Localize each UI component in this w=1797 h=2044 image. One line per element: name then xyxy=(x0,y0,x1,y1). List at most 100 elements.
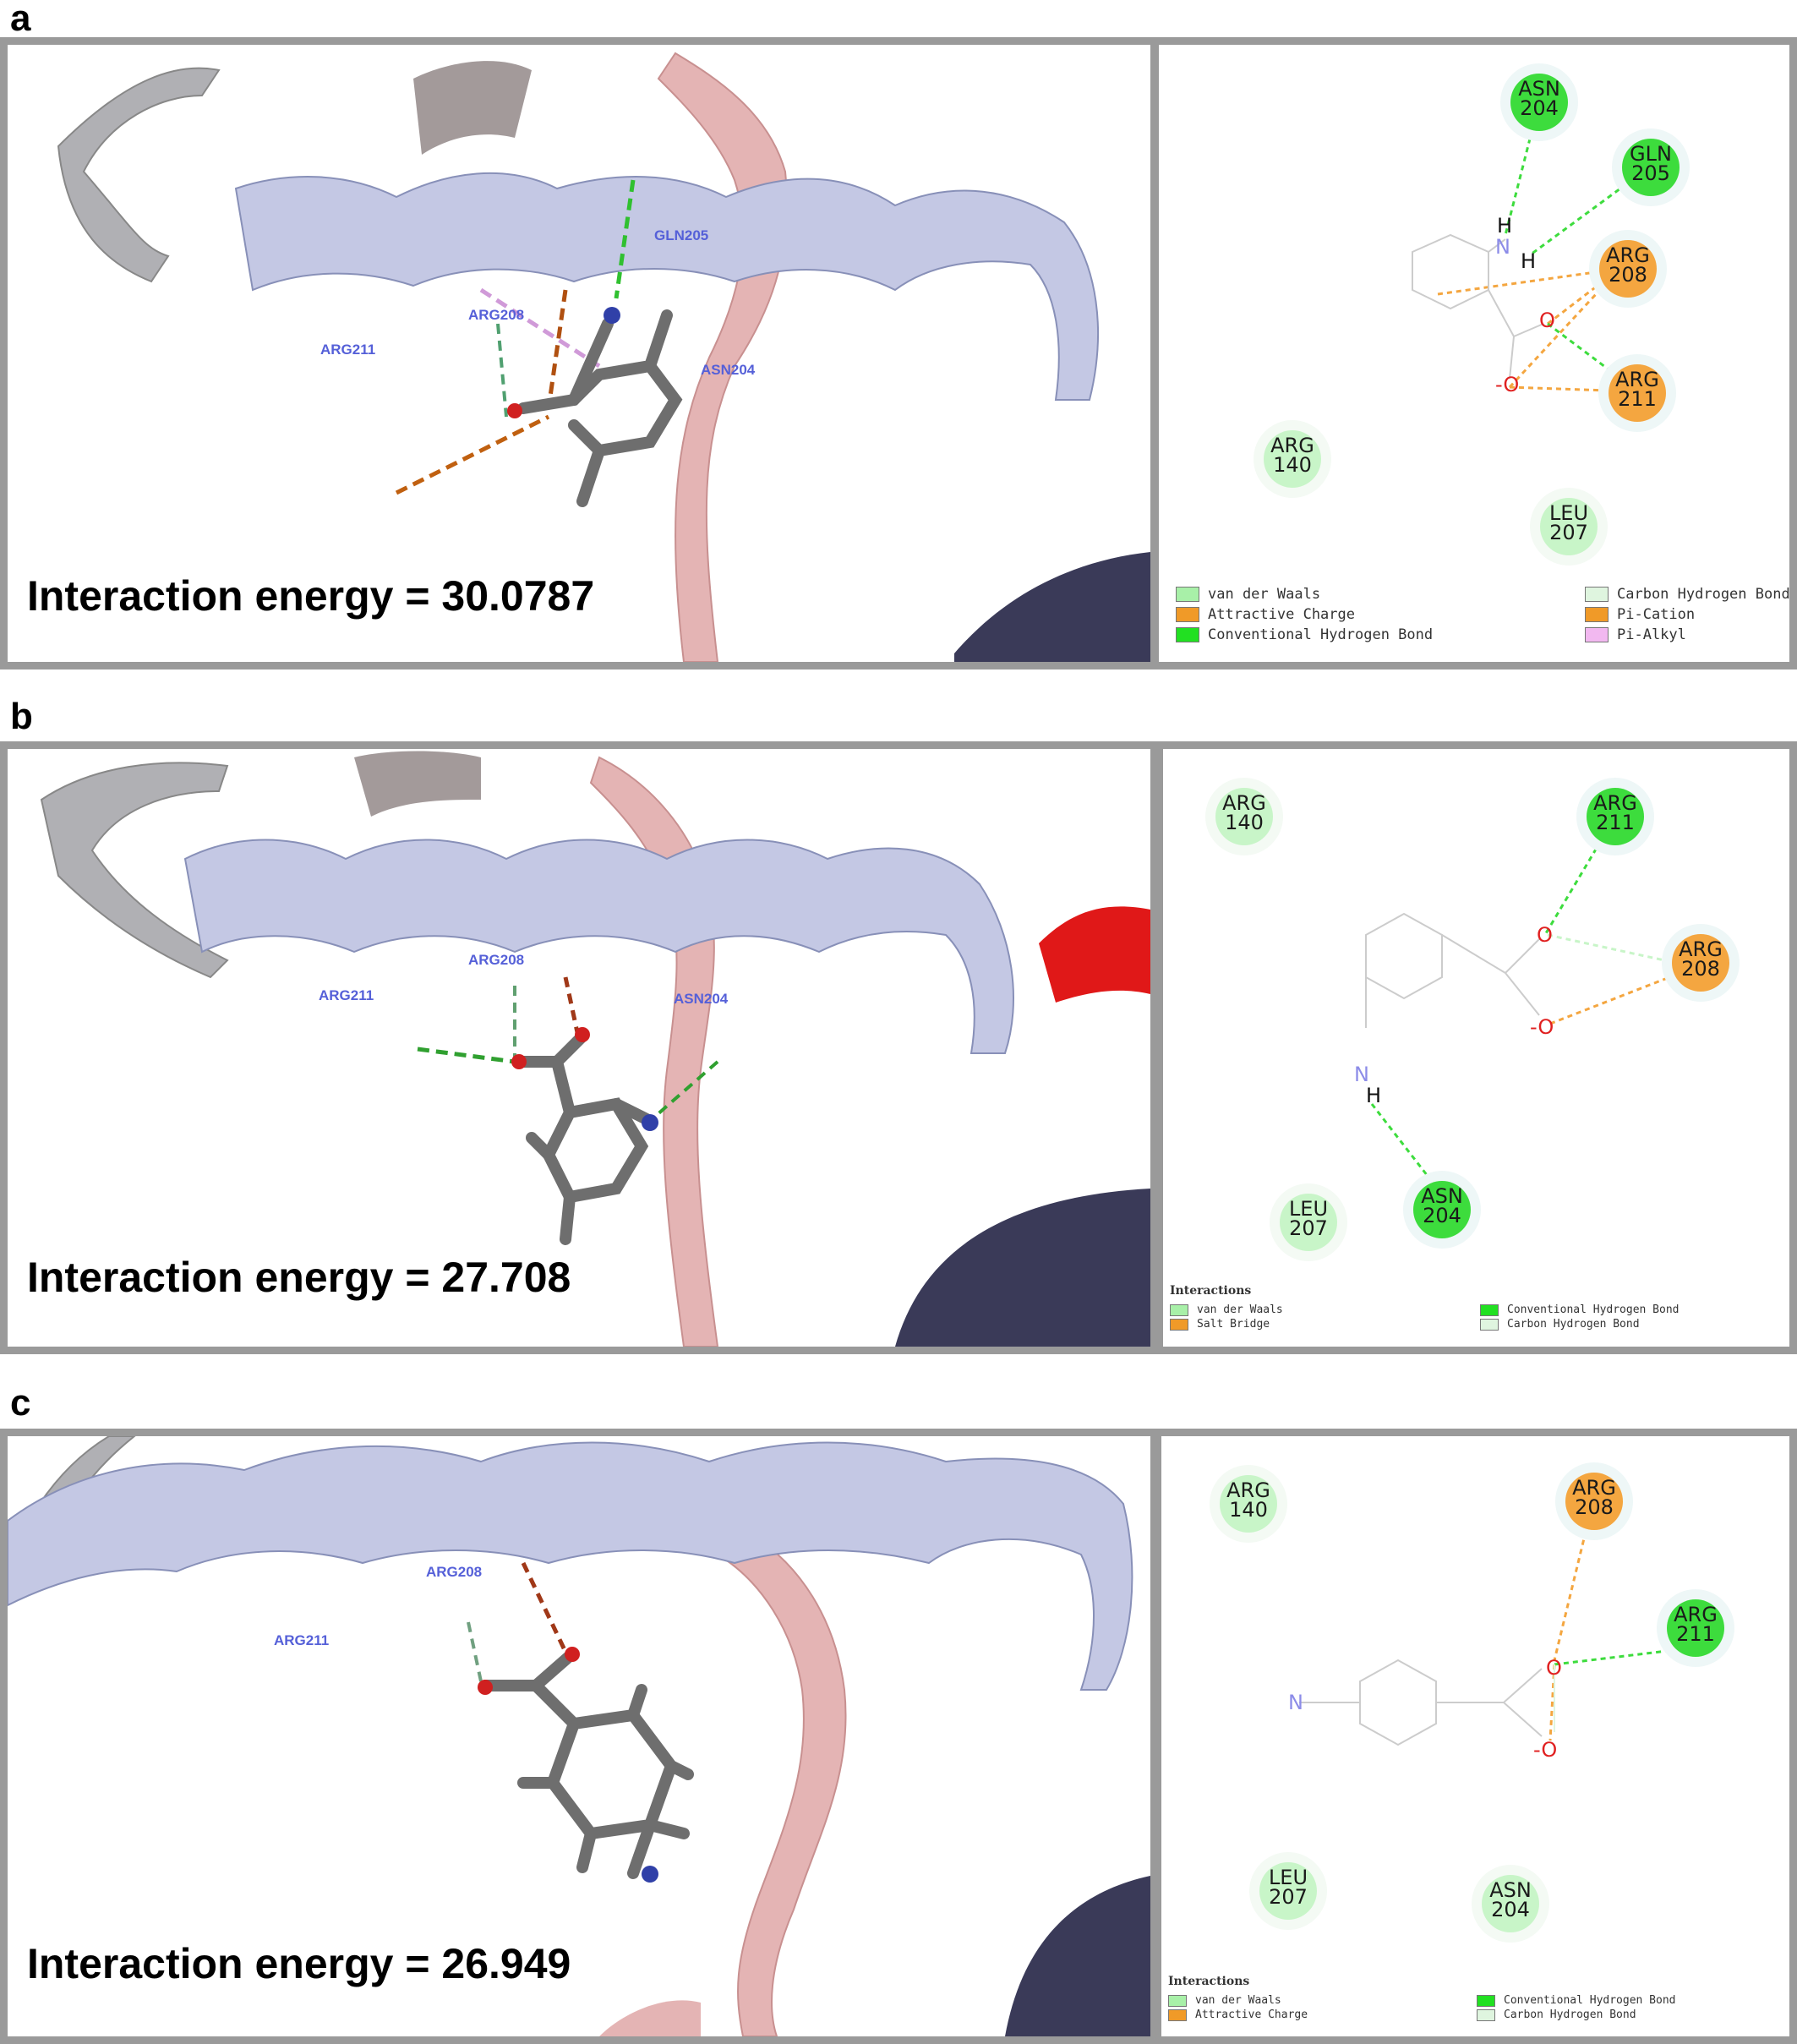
panel-a-3d-view: GLN205 ARG208 ARG211 ASN204 xyxy=(8,45,1150,662)
svg-text:ARG: ARG xyxy=(1615,368,1659,391)
legend-swatch xyxy=(1480,1318,1499,1331)
panel-b-divider xyxy=(1150,749,1163,1347)
main-helix xyxy=(8,1441,1133,1691)
residue-arg208: ARG 208 xyxy=(1662,924,1740,1002)
panel-letter-a: a xyxy=(10,0,31,39)
carbon-hbond-line xyxy=(1547,933,1696,969)
svg-text:207: 207 xyxy=(1289,1216,1328,1240)
svg-text:ARG: ARG xyxy=(1226,1478,1270,1502)
view-label-arg211: ARG211 xyxy=(274,1632,329,1648)
pi-alkyl-dash xyxy=(479,287,601,369)
panel-c-legend-title: Interactions xyxy=(1168,1975,1250,1988)
svg-text:211: 211 xyxy=(1596,811,1635,834)
svg-text:204: 204 xyxy=(1423,1204,1461,1227)
panel-a-2d-svg: N H H O -O ASN 204 GLN 205 ARG 208 ARG 2… xyxy=(1254,63,1690,566)
svg-text:ASN: ASN xyxy=(1421,1184,1463,1208)
residue-asn204: ASN 204 xyxy=(1403,1171,1481,1249)
pink-ribbon xyxy=(657,52,788,662)
bond xyxy=(1503,1668,1543,1703)
residue-arg208: ARG 208 xyxy=(1589,230,1667,308)
panel-b-legend-title: Interactions xyxy=(1170,1284,1252,1298)
svg-text:208: 208 xyxy=(1609,263,1647,287)
hbond-dash xyxy=(417,1047,516,1064)
panel-a-3d-svg: GLN205 ARG208 ARG211 ASN204 xyxy=(57,52,1150,662)
atom-n: N xyxy=(1354,1063,1369,1086)
legend-item: Conventional Hydrogen Bond xyxy=(1477,1994,1676,2007)
oxygen-atom xyxy=(511,1054,527,1069)
legend-item: Salt Bridge xyxy=(1170,1318,1270,1331)
pi-cation-line xyxy=(1437,267,1620,296)
panel-a-2d-diagram: N H H O -O ASN 204 GLN 205 ARG 208 ARG 2… xyxy=(1159,45,1789,662)
grey-helix-top xyxy=(354,751,481,817)
panel-a-divider xyxy=(1150,45,1159,662)
panel-a-energy-text: Interaction energy = 30.0787 xyxy=(27,572,595,620)
svg-text:204: 204 xyxy=(1491,1898,1530,1921)
svg-text:LEU: LEU xyxy=(1549,501,1588,525)
panel-c-2d-diagram: N O -O ARG 140 ARG 208 ARG 211 LEU 207 A… xyxy=(1161,1436,1789,2036)
residue-arg211: ARG 211 xyxy=(1657,1589,1734,1667)
legend-item: Carbon Hydrogen Bond xyxy=(1480,1318,1640,1331)
residue-arg208: ARG 208 xyxy=(1555,1462,1633,1540)
atom-h: H xyxy=(1497,214,1512,238)
legend-item: Attractive Charge xyxy=(1168,2008,1308,2021)
bond xyxy=(1503,1702,1543,1737)
grey-ribbon xyxy=(57,67,221,283)
legend-swatch xyxy=(1168,2008,1187,2021)
residue-leu207: LEU 207 xyxy=(1270,1183,1347,1261)
main-helix xyxy=(183,839,1014,1054)
svg-text:ARG: ARG xyxy=(1606,243,1650,267)
svg-text:207: 207 xyxy=(1549,521,1588,544)
oxygen-atom xyxy=(478,1680,493,1695)
charge-dash xyxy=(546,289,568,409)
atom-o-minus: -O xyxy=(1533,1738,1557,1762)
atom-h: H xyxy=(1366,1084,1381,1107)
oxygen-atom xyxy=(565,1647,580,1662)
svg-text:ASN: ASN xyxy=(1518,77,1560,101)
legend-swatch xyxy=(1170,1318,1188,1331)
svg-text:ARG: ARG xyxy=(1222,791,1266,815)
legend-swatch xyxy=(1168,1994,1187,2007)
svg-text:140: 140 xyxy=(1225,811,1264,834)
hbond-dash xyxy=(467,1621,483,1682)
svg-text:208: 208 xyxy=(1575,1495,1614,1519)
pink-ribbon-bottom xyxy=(599,2000,701,2036)
panel-b-legend: van der Waals Salt Bridge Conventional H… xyxy=(1170,1303,1778,1341)
view-label-asn204: ASN204 xyxy=(674,991,729,1007)
view-label-gln205: GLN205 xyxy=(654,227,708,243)
residue-leu207: LEU 207 xyxy=(1530,488,1608,566)
legend-item: Pi-Alkyl xyxy=(1585,626,1686,643)
legend-item: Attractive Charge xyxy=(1176,606,1355,623)
hbond-dash xyxy=(648,1060,719,1123)
panel-c-3d-view: ARG208 ARG211 xyxy=(8,1436,1150,2036)
ligand-stick-model xyxy=(517,309,683,507)
svg-text:208: 208 xyxy=(1681,957,1720,981)
panel-c-energy-text: Interaction energy = 26.949 xyxy=(27,1940,571,1987)
svg-text:ARG: ARG xyxy=(1674,1603,1718,1626)
residue-asn204: ASN 204 xyxy=(1500,63,1578,141)
atom-o-minus: -O xyxy=(1530,1015,1554,1039)
panel-b-3d-svg: ARG208 ARG211 ASN204 xyxy=(40,751,1150,1347)
view-label-asn204: ASN204 xyxy=(701,362,756,378)
residue-arg140: ARG 140 xyxy=(1210,1465,1287,1543)
legend-swatch xyxy=(1585,627,1609,642)
legend-swatch xyxy=(1176,587,1199,602)
legend-item: van der Waals xyxy=(1168,1994,1281,2007)
benzene-ring xyxy=(1365,912,1443,1000)
hbond-line xyxy=(1530,166,1650,256)
charge-line xyxy=(1509,385,1633,393)
oxygen-atom xyxy=(507,403,522,418)
panel-a-legend: van der Waals Attractive Charge Conventi… xyxy=(1176,586,1789,662)
bond xyxy=(1513,323,1544,337)
dark-helix-bottom xyxy=(954,552,1150,662)
atom-h: H xyxy=(1521,249,1536,273)
oxygen-atom xyxy=(575,1027,590,1042)
nitrogen-atom xyxy=(642,1866,658,1883)
legend-item: Carbon Hydrogen Bond xyxy=(1477,2008,1636,2021)
legend-swatch xyxy=(1176,627,1199,642)
svg-text:ASN: ASN xyxy=(1489,1878,1532,1902)
pink-ribbon xyxy=(716,1528,847,2036)
svg-text:LEU: LEU xyxy=(1269,1866,1308,1889)
legend-item: Pi-Cation xyxy=(1585,606,1695,623)
bond xyxy=(1488,289,1515,337)
svg-text:ARG: ARG xyxy=(1572,1476,1616,1500)
